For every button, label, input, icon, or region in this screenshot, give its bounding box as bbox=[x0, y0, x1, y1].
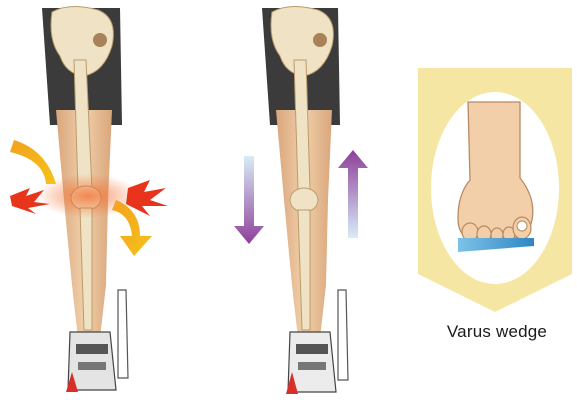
cycling-shoe bbox=[68, 332, 116, 390]
pedal-crank bbox=[118, 290, 128, 378]
leg-corrected-figure bbox=[220, 0, 390, 403]
up-arrow-icon bbox=[338, 150, 368, 238]
down-arrow-icon bbox=[234, 156, 264, 244]
varus-wedge-caption: Varus wedge bbox=[422, 322, 572, 342]
twist-arrow-icon bbox=[10, 140, 56, 184]
varus-wedge-panel bbox=[418, 68, 572, 312]
leg-pain-figure bbox=[0, 0, 190, 403]
pedal-crank bbox=[338, 290, 348, 380]
